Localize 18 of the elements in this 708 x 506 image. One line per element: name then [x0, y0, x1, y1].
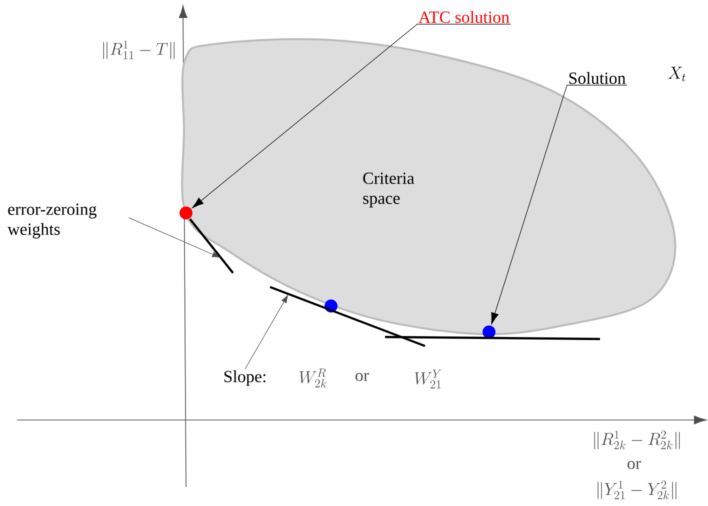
axis-label: $\|R^1_{2k} - R^2_{2k}\|$ [594, 430, 680, 450]
callout-text: ATC solution [418, 11, 510, 23]
point-marker [180, 206, 192, 220]
tangent-line [189, 218, 234, 274]
tangent-line [385, 336, 600, 340]
point-marker [482, 326, 496, 338]
leader-arrow [192, 24, 512, 208]
connector-word: or [628, 460, 641, 470]
axis-label: $\|Y^1_{21} - Y^2_{2k}\|$ [598, 480, 676, 500]
callout-text: error-zeroing weights [8, 204, 96, 238]
slope-formula: $W^Y_{21}$ [414, 370, 442, 388]
slope-formula: $W^R_{2k}$ [299, 368, 326, 388]
leader-arrow [128, 217, 220, 258]
connector-word: or [356, 372, 369, 382]
leader-arrow [491, 84, 628, 324]
callout-text: Slope: [224, 370, 266, 386]
leader-arrow [244, 294, 288, 370]
callout-text: Solution [569, 72, 626, 84]
